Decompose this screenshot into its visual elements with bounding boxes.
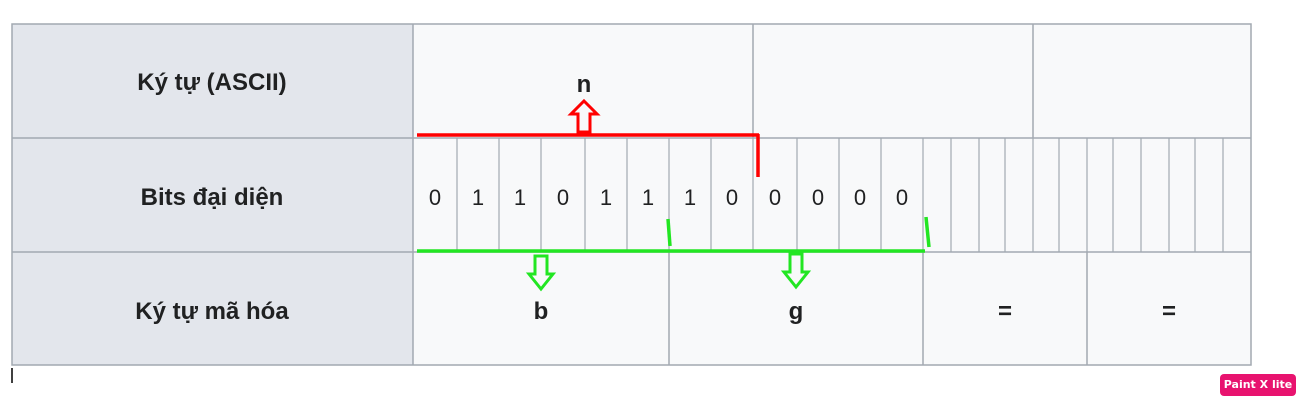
bit-cell-grid (456, 138, 1224, 252)
bit-value: 1 (514, 185, 526, 210)
bit-value: 1 (684, 185, 696, 210)
encoded-char: = (1162, 298, 1176, 325)
row-header-encoded: Ký tự mã hóa (135, 298, 289, 325)
bit-value: 0 (769, 185, 781, 210)
row-header-bits: Bits đại diện (141, 184, 284, 211)
encoded-char: b (534, 298, 549, 325)
row-header-ascii: Ký tự (ASCII) (137, 69, 286, 96)
red-bracket (417, 133, 760, 177)
down-arrow-icon (525, 254, 557, 292)
bit-value: 0 (557, 185, 569, 210)
bit-value: 0 (896, 185, 908, 210)
encoded-char: g (789, 298, 804, 325)
encoded-char: = (998, 298, 1012, 325)
green-bracket (417, 216, 931, 253)
bit-value: 0 (812, 185, 824, 210)
bit-value: 1 (472, 185, 484, 210)
header-column-bg (12, 24, 413, 365)
data-area-bg (413, 24, 1251, 365)
bit-value: 1 (600, 185, 612, 210)
ascii-char: n (577, 71, 592, 98)
bit-value: 0 (854, 185, 866, 210)
down-arrow-icon (780, 252, 812, 290)
bit-value: 1 (642, 185, 654, 210)
bit-value: 0 (726, 185, 738, 210)
bits-row: 0 1 1 0 1 1 1 0 0 0 0 0 (429, 185, 908, 210)
watermark-logo: Paint X lite (1220, 374, 1296, 396)
bit-value: 0 (429, 185, 441, 210)
up-arrow-icon (567, 98, 601, 134)
